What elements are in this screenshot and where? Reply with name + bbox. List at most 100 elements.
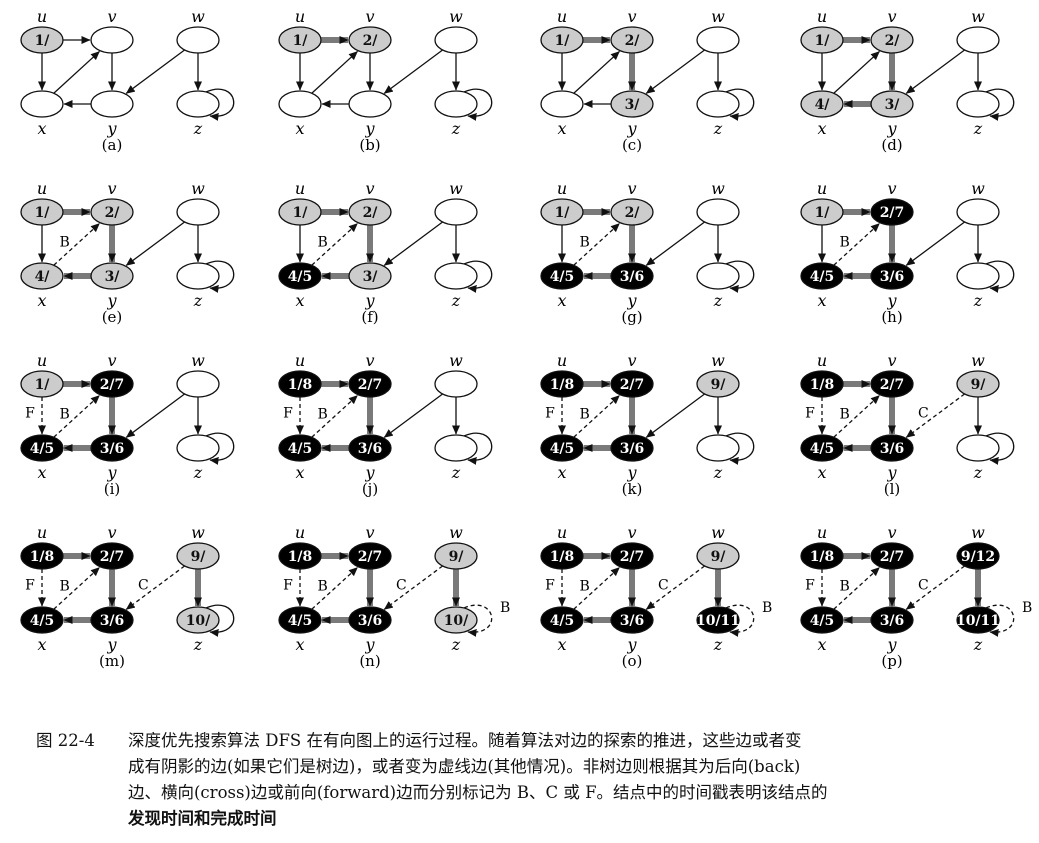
- node-x: [278, 434, 322, 462]
- edge-self-loop-z: [725, 432, 755, 465]
- node-y: [870, 434, 914, 462]
- edge-xv: [833, 394, 880, 438]
- node-timestamp: 2/7: [880, 377, 905, 393]
- vertex-name-x: x: [37, 463, 46, 482]
- vertex-name-y: y: [626, 463, 637, 482]
- panel-label: (o): [622, 652, 643, 670]
- vertex-name-x: x: [817, 463, 826, 482]
- vertex-name-u: u: [37, 179, 47, 198]
- edge-label-ux: F: [283, 406, 293, 422]
- node-timestamp: 1/8: [288, 549, 313, 565]
- node-v: [348, 26, 392, 54]
- node-timestamp: 2/: [625, 205, 641, 221]
- node-timestamp: 10/: [186, 613, 211, 629]
- edge-xv: [833, 222, 880, 266]
- node-timestamp: 9/12: [961, 549, 995, 565]
- edge-wy: [905, 221, 965, 266]
- caption-line-3: 边、横向(cross)边或前向(forward)边而分别标记为 B、C 或 F。…: [128, 783, 828, 802]
- node-timestamp: 4/5: [288, 613, 313, 629]
- node-y: [90, 606, 134, 634]
- vertex-name-v: v: [887, 7, 896, 26]
- node-timestamp: 2/: [105, 205, 121, 221]
- vertex-name-u: u: [295, 179, 305, 198]
- vertex-name-x: x: [557, 635, 566, 654]
- node-v: [610, 542, 654, 570]
- edge-self-loop-z: [463, 432, 493, 465]
- caption-line-1: 深度优先搜索算法 DFS 在有向图上的运行过程。随着算法对边的探索的推进，这些边…: [128, 731, 802, 750]
- node-timestamp: 10/: [444, 613, 469, 629]
- node-timestamp: 2/7: [880, 205, 905, 221]
- node-z: [434, 90, 478, 118]
- node-w: [176, 542, 220, 570]
- edge-label-wy: C: [658, 578, 669, 594]
- node-timestamp: 2/7: [100, 549, 125, 565]
- edge-label-xv: B: [839, 234, 849, 250]
- vertex-name-x: x: [817, 635, 826, 654]
- vertex-name-z: z: [193, 463, 203, 482]
- edge-self-loop-z: [205, 88, 235, 121]
- vertex-name-z: z: [973, 291, 983, 310]
- node-timestamp: 3/6: [880, 613, 905, 629]
- node-timestamp: 4/5: [810, 613, 835, 629]
- vertex-name-y: y: [106, 463, 117, 482]
- edge-self-loop-z: [985, 604, 1015, 637]
- vertex-name-z: z: [451, 635, 461, 654]
- edge-wy: [125, 393, 185, 438]
- edge-label-zz: B: [762, 600, 772, 616]
- node-y: [870, 262, 914, 290]
- vertex-name-x: x: [557, 291, 566, 310]
- node-timestamp: 2/7: [358, 549, 383, 565]
- vertex-name-v: v: [887, 179, 896, 198]
- vertex-name-z: z: [973, 635, 983, 654]
- edge-label-xv: B: [59, 578, 69, 594]
- vertex-name-y: y: [886, 635, 897, 654]
- node-timestamp: 3/6: [880, 441, 905, 457]
- edge-wy: [125, 49, 185, 94]
- edge-wy: [125, 565, 185, 610]
- node-timestamp: 1/: [293, 33, 309, 49]
- node-x: [540, 90, 584, 118]
- vertex-name-u: u: [37, 523, 47, 542]
- node-timestamp: 2/7: [880, 549, 905, 565]
- edge-label-xv: B: [579, 234, 589, 250]
- vertex-name-u: u: [295, 351, 305, 370]
- node-y: [870, 606, 914, 634]
- vertex-name-u: u: [817, 523, 827, 542]
- vertex-name-w: w: [449, 7, 463, 26]
- node-z: [956, 606, 1000, 634]
- vertex-name-u: u: [557, 179, 567, 198]
- node-timestamp: 3/: [625, 97, 641, 113]
- vertex-name-z: z: [713, 635, 723, 654]
- edge-label-zz: B: [1022, 600, 1032, 616]
- vertex-name-z: z: [713, 119, 723, 138]
- vertex-name-x: x: [295, 291, 304, 310]
- node-y: [870, 90, 914, 118]
- node-w: [696, 370, 740, 398]
- node-timestamp: 2/: [625, 33, 641, 49]
- node-timestamp: 1/8: [550, 377, 575, 393]
- edge-label-ux: F: [545, 406, 555, 422]
- node-timestamp: 4/: [35, 269, 51, 285]
- node-w: [696, 26, 740, 54]
- node-v: [870, 198, 914, 226]
- vertex-name-w: w: [191, 351, 205, 370]
- vertex-name-x: x: [295, 635, 304, 654]
- node-timestamp: 3/6: [100, 441, 125, 457]
- edge-wy: [125, 221, 185, 266]
- node-u: [800, 26, 844, 54]
- node-w: [434, 198, 478, 226]
- vertex-name-v: v: [107, 351, 116, 370]
- node-y: [610, 262, 654, 290]
- node-timestamp: 9/: [711, 377, 727, 393]
- node-timestamp: 2/7: [100, 377, 125, 393]
- edge-wy: [645, 393, 705, 438]
- vertex-name-w: w: [191, 523, 205, 542]
- edge-label-ux: F: [25, 406, 35, 422]
- edge-xv: [311, 222, 358, 266]
- vertex-name-z: z: [193, 635, 203, 654]
- node-x: [278, 90, 322, 118]
- vertex-name-y: y: [626, 119, 637, 138]
- vertex-name-y: y: [886, 291, 897, 310]
